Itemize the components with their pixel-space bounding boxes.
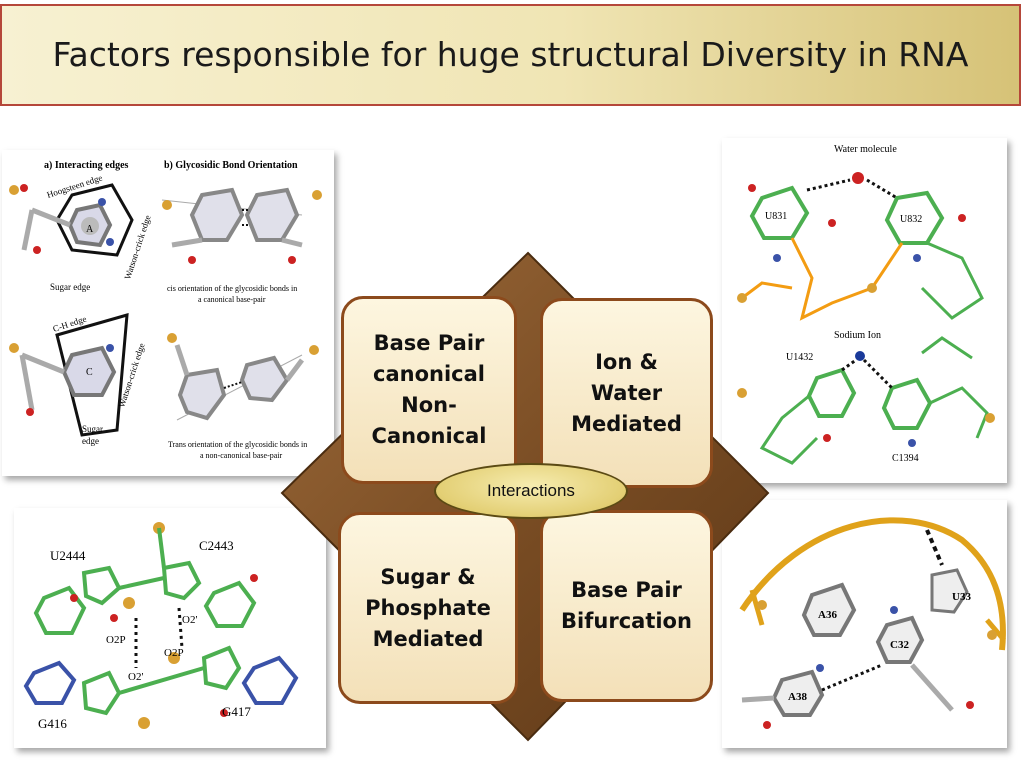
o2p-label-2: O2P: [164, 647, 184, 659]
c32-label: C32: [890, 639, 909, 651]
u33-label: U33: [952, 591, 971, 603]
cis-caption-2: a canonical base-pair: [198, 295, 266, 304]
sugar-edge-label-2b: edge: [82, 436, 99, 446]
g416-label: G416: [38, 716, 67, 731]
quadrant-bifurcation[interactable]: Base Pair Bifurcation: [540, 510, 713, 702]
trans-caption-1: Trans orientation of the glycosidic bond…: [168, 440, 307, 449]
panel-interacting-edges: a) Interacting edges b) Glycosidic Bond …: [2, 150, 334, 476]
sodium-ion-label: Sodium Ion: [834, 330, 881, 341]
bifurcation-figure: A36 U33 C32 A38: [739, 517, 1006, 729]
u831-label: U831: [765, 211, 787, 222]
ion-water-figure: Water molecule U831 U832 Sodium Ion: [737, 144, 995, 465]
sugar-edge-label-1: Sugar edge: [50, 282, 90, 292]
quadrant-ion-water[interactable]: Ion & Water Mediated: [540, 298, 713, 488]
base-a-label: A: [86, 224, 94, 235]
interacting-edges-figure: a) Interacting edges b) Glycosidic Bond …: [9, 160, 322, 460]
o2p-label-1: O2P: [106, 634, 126, 646]
c2443-label: C2443: [199, 538, 234, 553]
sodium-mediated-molecule: [737, 336, 995, 465]
a38-label: A38: [788, 691, 807, 703]
title-banner: Factors responsible for huge structural …: [0, 4, 1021, 106]
slide-title: Factors responsible for huge structural …: [52, 35, 969, 74]
u1432-label: U1432: [786, 352, 813, 363]
c1394-label: C1394: [892, 453, 919, 464]
cis-caption-1: cis orientation of the glycosidic bonds …: [167, 284, 297, 293]
bifurcation-molecule: [739, 517, 1006, 729]
sugar-phosphate-figure: U2444 C2443 O2P O2' O2': [23, 522, 299, 731]
panel-bifurcation: A36 U33 C32 A38: [722, 500, 1007, 748]
interactions-center[interactable]: Interactions: [434, 463, 628, 519]
u2444-label: U2444: [50, 548, 86, 563]
water-molecule-label: Water molecule: [834, 144, 897, 155]
cis-base-pair-molecule: [161, 187, 322, 264]
heading-interacting-edges: a) Interacting edges: [44, 160, 129, 171]
quadrant-base-pair[interactable]: Base Pair canonical Non- Canonical: [341, 296, 517, 484]
trans-caption-2: a non-canonical base-pair: [200, 451, 283, 460]
base-c-label: C: [86, 367, 93, 378]
trans-base-pair-molecule: [167, 333, 319, 421]
panel-ion-water: Water molecule U831 U832 Sodium Ion: [722, 138, 1007, 483]
heading-glycosidic: b) Glycosidic Bond Orientation: [164, 160, 298, 171]
a36-label: A36: [818, 609, 837, 621]
panel-sugar-phosphate: U2444 C2443 O2P O2' O2': [14, 508, 326, 748]
o2prime-label-2: O2': [128, 671, 143, 683]
u832-label: U832: [900, 214, 922, 225]
watson-crick-label-1: Watson-crick edge: [122, 214, 152, 281]
sugar-edge-label-2a: Sugar: [82, 424, 103, 434]
water-mediated-molecule: [737, 172, 984, 321]
o2prime-label-1: O2': [182, 614, 197, 626]
quadrant-sugar-phosphate[interactable]: Sugar & Phosphate Mediated: [338, 512, 518, 704]
cytosine-molecule: [9, 312, 129, 437]
adenine-molecule: [9, 183, 134, 257]
g417-label: G417: [222, 704, 251, 719]
